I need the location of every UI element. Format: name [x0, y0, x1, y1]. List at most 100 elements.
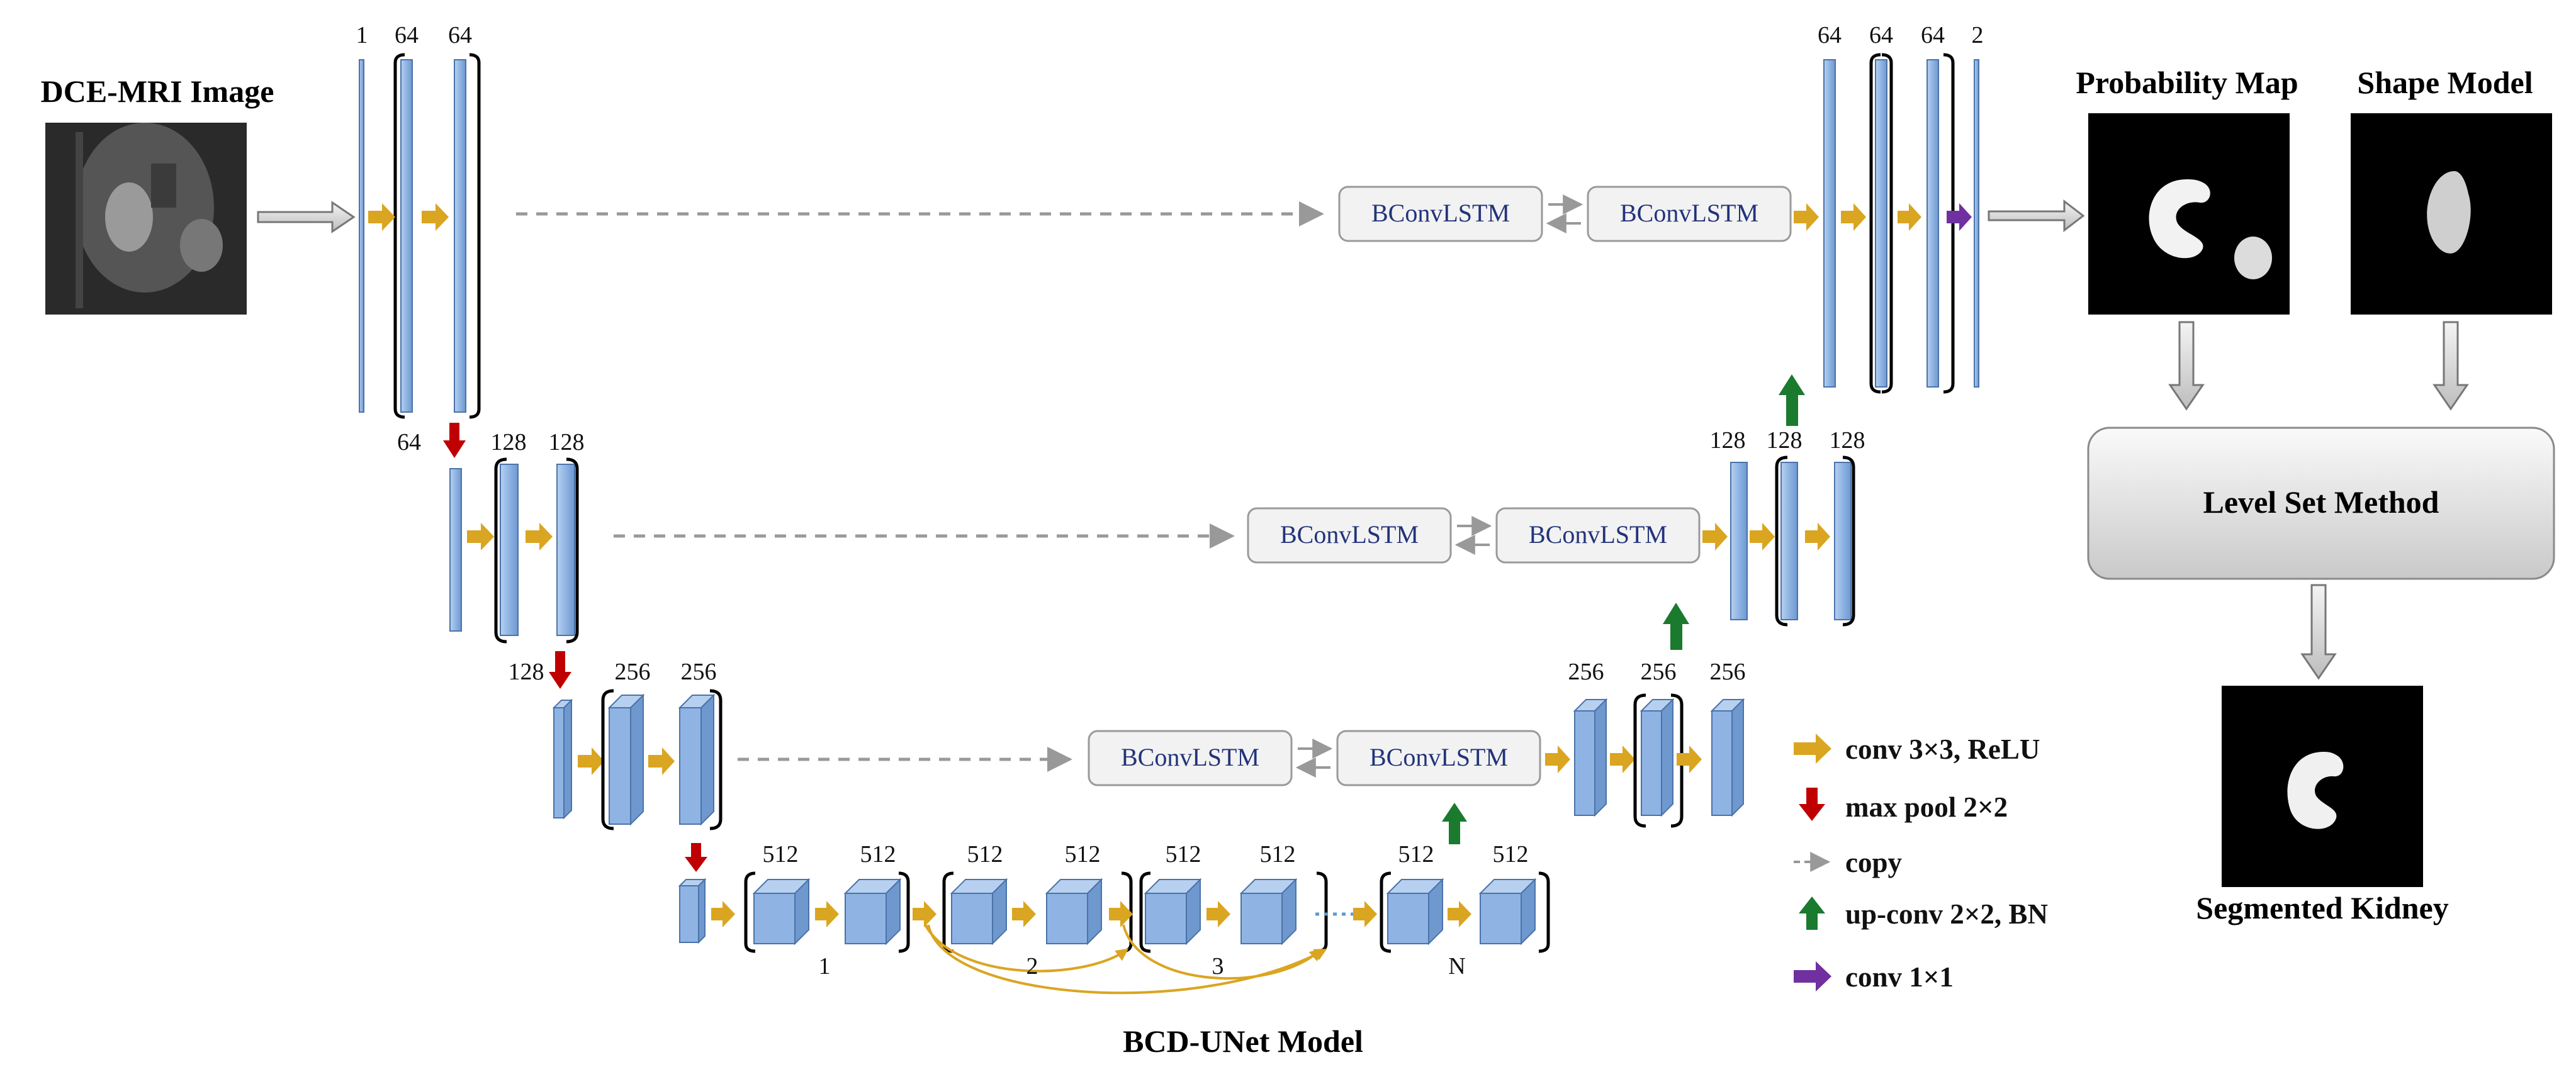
l3-bconvlstm-1: BConvLSTM [1088, 730, 1293, 786]
upconv-arrow [1779, 374, 1805, 426]
legend-label: max pool 2×2 [1845, 791, 2008, 823]
l2-dec-bar [1780, 462, 1798, 620]
input-flow-arrow [257, 201, 356, 233]
model-title: BCD-UNet Model [1123, 1024, 1363, 1059]
l3-enc-block [607, 693, 645, 826]
l1-dec-bar [1875, 59, 1887, 388]
l3-enc-label: 256 [681, 659, 717, 685]
l1-bconvlstm-1: BConvLSTM [1338, 186, 1543, 242]
bottleneck-label: 512 [1260, 841, 1296, 868]
l1-bconvlstm-2: BConvLSTM [1587, 186, 1792, 242]
bottleneck-label: 512 [1166, 841, 1201, 868]
legend: conv 3×3, ReLU max pool 2×2 copy up-conv… [1794, 734, 2048, 993]
upconv-arrow [1442, 803, 1467, 844]
l3-enc-label: 256 [615, 659, 651, 685]
conv-arrow [711, 901, 735, 927]
bottleneck-input-block [678, 878, 707, 944]
l1-dec-bar [1926, 59, 1939, 388]
svg-text:Level Set Method: Level Set Method [2203, 484, 2439, 520]
svg-text:BConvLSTM: BConvLSTM [1371, 199, 1510, 227]
l1-dec-label: 2 [1972, 22, 1984, 48]
l1-dec-label: 64 [1818, 22, 1842, 48]
legend-label: copy [1845, 847, 1903, 878]
block-index: N [1448, 953, 1465, 980]
block-index: 1 [819, 953, 831, 980]
green-up-arrow-icon [1799, 896, 1825, 930]
l3-dec-block [1573, 698, 1608, 817]
bottleneck-block [1478, 878, 1537, 946]
segmented-kidney-title: Segmented Kidney [2196, 890, 2448, 925]
l3-dec-block [1640, 698, 1675, 817]
flow-arrow-down [2168, 321, 2205, 411]
l2-enc-label: 64 [397, 429, 421, 455]
conv-arrow [1702, 523, 1728, 550]
l2-enc-bar [500, 464, 519, 636]
l3-dec-label: 256 [1641, 659, 1677, 685]
bottleneck-label: 512 [763, 841, 799, 868]
conv-arrow [578, 747, 604, 775]
bottleneck-label: 512 [1065, 841, 1101, 868]
svg-text:BConvLSTM: BConvLSTM [1280, 520, 1419, 549]
purple-arrow-icon [1794, 961, 1831, 991]
conv-arrow [648, 747, 675, 775]
upconv-arrow [1663, 603, 1689, 650]
l1-enc-label: 1 [356, 22, 368, 48]
conv-arrow [1012, 901, 1036, 927]
l2-enc-label: 128 [491, 429, 527, 455]
l2-dec-label: 128 [1767, 427, 1803, 454]
l2-dec-label: 128 [1830, 427, 1865, 454]
dense-skip-arc [924, 924, 1129, 973]
bottleneck-label: 512 [1398, 841, 1434, 868]
l2-bconvlstm-1: BConvLSTM [1247, 507, 1452, 564]
l3-enc-label: 128 [509, 659, 544, 685]
svg-text:BConvLSTM: BConvLSTM [1620, 199, 1758, 227]
input-title: DCE-MRI Image [41, 74, 274, 109]
l3-enc-block [552, 698, 573, 820]
maxpool-arrow [549, 651, 571, 689]
red-down-arrow-icon [1799, 788, 1825, 821]
svg-text:BConvLSTM: BConvLSTM [1121, 743, 1259, 771]
l2-bconvlstm-2: BConvLSTM [1495, 507, 1701, 564]
bottleneck-block [1386, 878, 1444, 946]
svg-text:BConvLSTM: BConvLSTM [1370, 743, 1508, 771]
bottleneck-label: 512 [860, 841, 896, 868]
l2-enc-input-bar [449, 468, 462, 632]
conv-arrow [422, 203, 449, 231]
conv-arrow [1610, 746, 1635, 773]
l3-bconvlstm-2: BConvLSTM [1336, 730, 1541, 786]
conv-arrow [1898, 203, 1921, 231]
l2-dec-bar [1730, 462, 1748, 620]
l1-enc-label: 64 [395, 22, 419, 48]
l2-dec-label: 128 [1710, 427, 1746, 454]
l1-dec-label: 64 [1921, 22, 1945, 48]
l2-enc-bar [556, 464, 575, 636]
bottleneck-block [843, 878, 902, 946]
conv-arrow [1805, 523, 1830, 550]
level-set-method-box: Level Set Method [2087, 427, 2555, 580]
conv-arrow [1677, 746, 1702, 773]
block-index: 2 [1026, 953, 1038, 980]
conv-arrow [526, 523, 553, 550]
conv-arrow [913, 901, 936, 927]
l3-dec-label: 256 [1710, 659, 1746, 685]
l3-dec-block [1710, 698, 1745, 817]
l1-enc-bar [400, 59, 413, 413]
bottleneck-block [1045, 878, 1103, 946]
l3-enc-block [678, 693, 716, 826]
conv-arrow [1545, 746, 1570, 773]
l1-output-bar [1974, 59, 1979, 388]
bottleneck-label: 512 [967, 841, 1003, 868]
conv-arrow [1750, 523, 1775, 550]
conv-arrow [1841, 203, 1866, 231]
conv-arrow [1353, 901, 1377, 927]
l1-enc-label: 64 [448, 22, 472, 48]
bottleneck-block [950, 878, 1008, 946]
l3-dec-label: 256 [1568, 659, 1604, 685]
l2-dec-bar [1834, 462, 1852, 620]
bottleneck-label: 512 [1493, 841, 1529, 868]
bottleneck-block [752, 878, 811, 946]
conv-arrow [1448, 901, 1471, 927]
bottleneck-block [1144, 878, 1202, 946]
l1-enc-bar [454, 59, 466, 413]
